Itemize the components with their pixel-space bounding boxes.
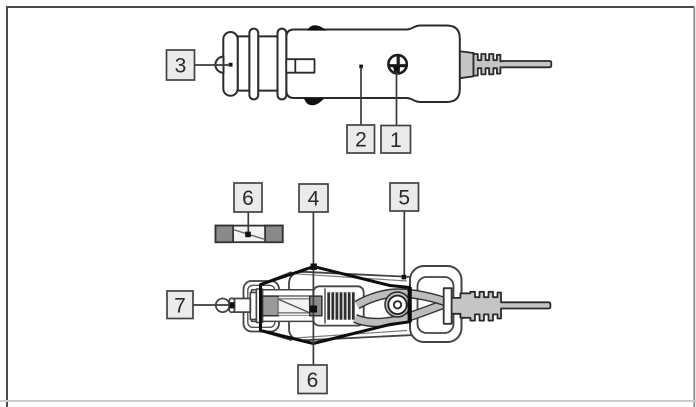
svg-text:7: 7: [174, 295, 186, 318]
svg-text:6: 6: [242, 187, 254, 210]
svg-text:4: 4: [308, 188, 320, 211]
svg-text:6: 6: [307, 369, 319, 392]
svg-text:1: 1: [390, 129, 402, 152]
svg-text:5: 5: [398, 187, 410, 210]
svg-text:3: 3: [175, 55, 187, 78]
svg-text:2: 2: [355, 129, 367, 152]
